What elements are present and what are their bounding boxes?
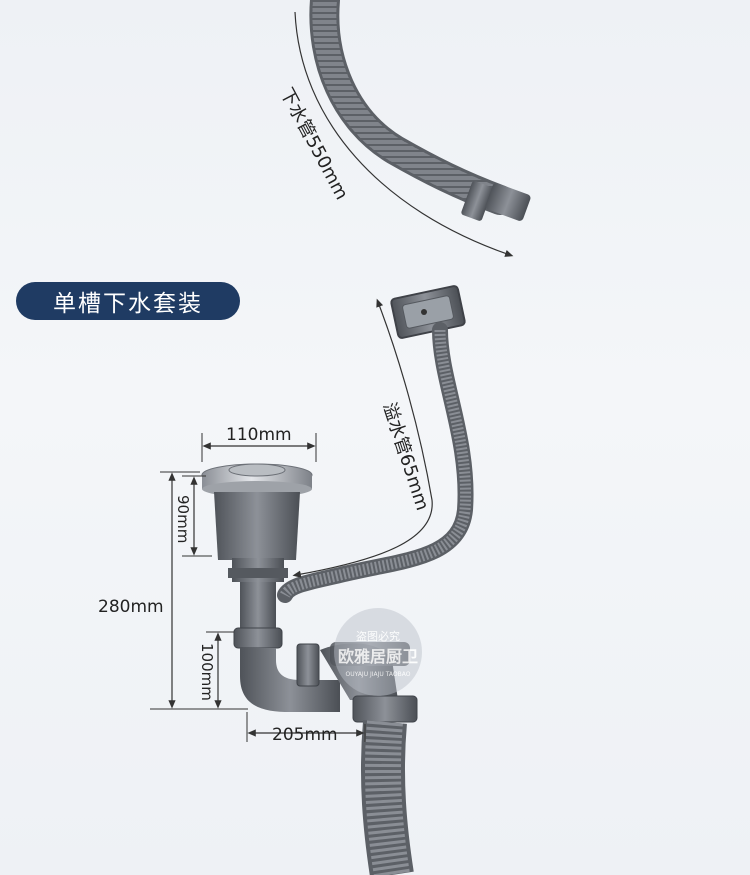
width-bottom-label: 205mm [272, 725, 338, 745]
drain-hose-dimension-line [294, 11, 514, 257]
dimension-width-top [201, 433, 317, 462]
dimension-basket-height [182, 475, 212, 557]
watermark-line-1: 盗图必究 [356, 629, 400, 643]
dimension-width-bottom [246, 712, 366, 742]
overflow-hose-label: 溢水管65mm [378, 400, 433, 513]
drain-pipe-trap [233, 582, 418, 723]
basket-height-label: 90mm [174, 495, 192, 543]
kit-title-badge: 单槽下水套装 [16, 282, 240, 320]
width-top-label: 110mm [226, 425, 292, 445]
watermark-seal: 盗图必究 欧雅居厨卫 OUYAJU JIAJU TAOBAO [334, 608, 422, 696]
trap-height-label: 100mm [198, 643, 216, 701]
watermark-line-2: 欧雅居厨卫 [338, 647, 418, 666]
drain-hose-illustration [309, 0, 531, 221]
overflow-hose-dimension-line [292, 298, 433, 578]
total-height-label: 280mm [98, 597, 164, 617]
outlet-hose-illustration [360, 720, 414, 875]
kit-title: 单槽下水套装 [53, 291, 203, 317]
watermark-line-3: OUYAJU JIAJU TAOBAO [346, 671, 411, 678]
strainer-basket [201, 463, 313, 582]
overflow-hose-illustration [277, 322, 474, 603]
overflow-head [390, 285, 466, 339]
dimension-trap-height [206, 631, 238, 710]
